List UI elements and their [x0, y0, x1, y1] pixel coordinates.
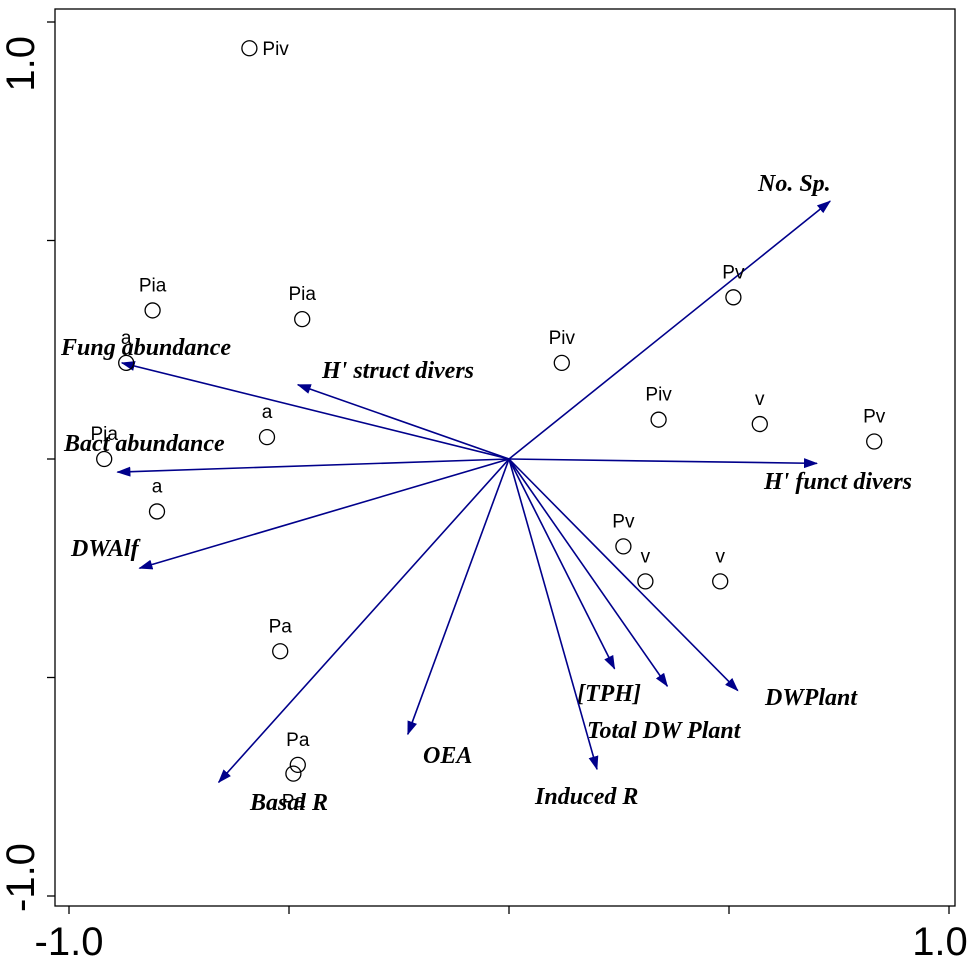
site-label-14: v	[715, 546, 725, 567]
site-label-17: Pa	[282, 792, 306, 813]
site-point-13	[637, 573, 654, 590]
site-label-0: Piv	[262, 39, 289, 60]
vector-arrow-2	[296, 383, 510, 460]
vector-label-2: H' struct divers	[321, 358, 474, 384]
site-label-16: Pa	[286, 730, 310, 751]
site-point-17	[285, 765, 302, 782]
site-point-10	[96, 450, 113, 468]
vector-arrow-0	[508, 200, 831, 460]
vector-arrow-11	[217, 458, 510, 784]
vector-label-3: Bact abundance	[63, 431, 225, 457]
site-label-15: Pa	[269, 616, 293, 637]
site-label-11: a	[152, 476, 163, 497]
vector-label-4: H' funct divers	[763, 469, 912, 495]
site-label-3: Pia	[288, 284, 316, 305]
site-point-1	[725, 289, 742, 306]
vector-arrow-9	[508, 458, 599, 771]
site-label-5: Piv	[549, 328, 576, 349]
vector-arrow-10	[407, 458, 510, 736]
vector-label-10: OEA	[423, 743, 472, 769]
x-tick-label-right: 1.0	[912, 920, 968, 962]
site-point-15	[272, 643, 289, 660]
site-label-13: v	[641, 546, 651, 567]
vector-arrow-8	[508, 458, 669, 688]
plot-frame	[54, 8, 956, 907]
site-point-3	[294, 311, 311, 328]
site-point-9	[258, 428, 276, 446]
vector-label-7: [TPH]	[577, 681, 641, 707]
site-label-1: Pv	[722, 262, 745, 283]
site-point-4	[118, 354, 135, 372]
vector-label-6: DWPlant	[764, 685, 858, 711]
vector-arrow-7	[508, 458, 616, 670]
vector-label-9: Induced R	[534, 784, 638, 810]
site-point-6	[650, 411, 667, 428]
site-point-14	[712, 573, 729, 590]
site-label-7: v	[755, 389, 765, 410]
site-point-2	[144, 302, 161, 319]
vector-label-1: Fung abundance	[60, 335, 231, 361]
site-label-12: Pv	[612, 511, 635, 532]
vector-label-11: Basal R	[249, 790, 328, 816]
y-tick-label-bottom: -1.0	[0, 843, 43, 912]
site-point-8	[866, 433, 883, 450]
site-label-6: Piv	[645, 385, 672, 406]
vector-arrow-5	[138, 458, 510, 570]
axes-frame	[47, 8, 956, 914]
vector-arrow-3	[116, 458, 510, 477]
vector-label-8: Total DW Plant	[587, 718, 742, 744]
site-point-11	[148, 503, 166, 520]
vector-group: No. Sp. Fung abundance H' struct diversBac…	[60, 171, 912, 816]
x-tick-label-left: -1.0	[35, 920, 104, 962]
site-label-2: Pia	[139, 275, 167, 296]
site-label-9: a	[262, 402, 273, 423]
site-label-4: a	[121, 328, 132, 349]
y-tick-label-top: 1.0	[0, 36, 43, 92]
site-point-12	[615, 538, 632, 555]
site-point-16	[289, 756, 306, 774]
site-point-7	[751, 415, 768, 433]
vector-arrow-4	[508, 458, 818, 469]
site-point-0	[241, 40, 258, 57]
site-point-5	[553, 354, 570, 372]
site-label-8: Pv	[863, 407, 886, 428]
site-label-10: Pia	[90, 424, 118, 445]
vector-label-0: No. Sp.	[757, 171, 831, 197]
vector-label-5: DWAlf	[70, 536, 141, 562]
vector-arrow-1	[120, 361, 510, 460]
vector-arrow-6	[508, 458, 739, 692]
